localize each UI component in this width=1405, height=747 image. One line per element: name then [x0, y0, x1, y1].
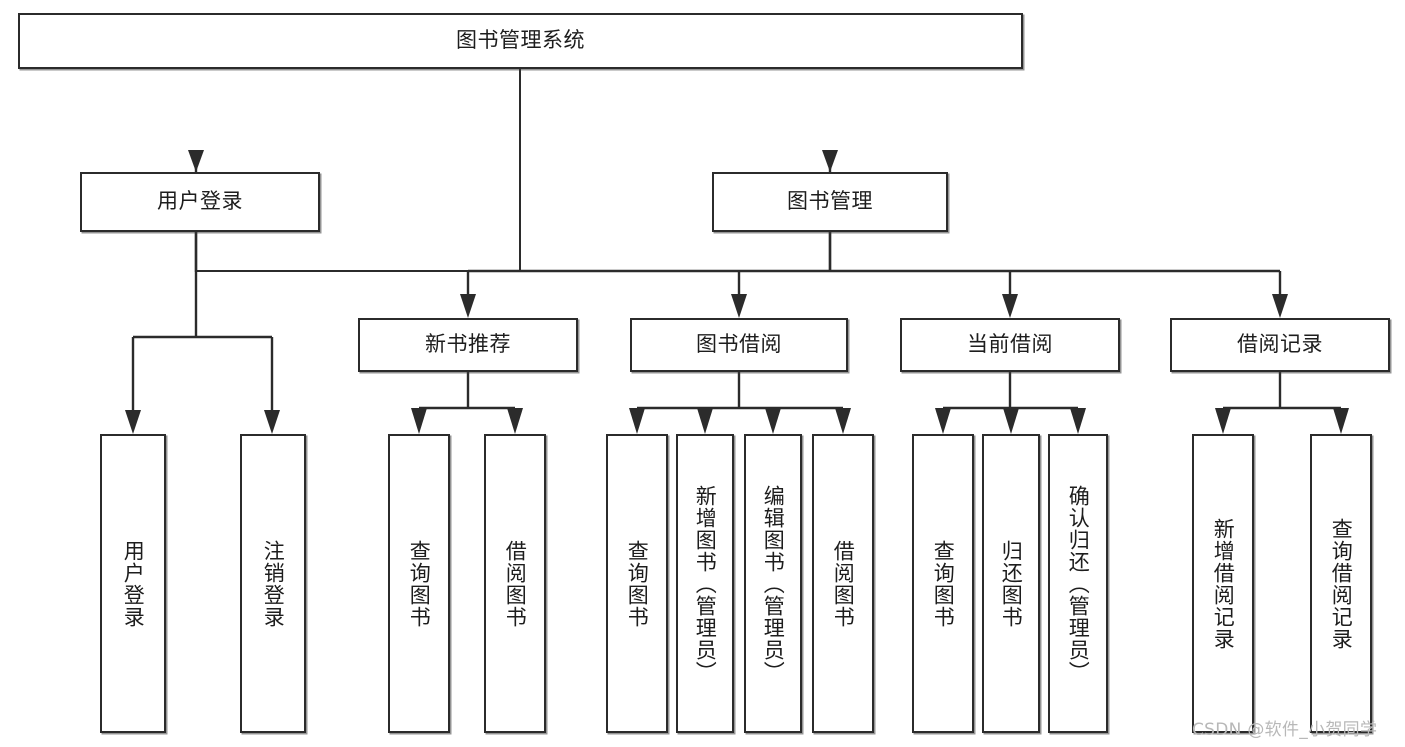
- leaf-query-book-newbook-label: 查询图书: [407, 539, 432, 628]
- arrowhead-down: [1070, 408, 1086, 434]
- link-book-borrow-children: [635, 372, 845, 412]
- arrowhead-down: [697, 408, 713, 434]
- leaf-user-login-label: 用户登录: [121, 539, 146, 628]
- arrowhead-down: [765, 408, 781, 434]
- node-book-borrow[interactable]: 图书借阅: [630, 318, 848, 372]
- node-user-login[interactable]: 用户登录: [80, 172, 320, 232]
- leaf-edit-book-admin-label: 编辑图书（管理员）: [761, 484, 786, 683]
- node-new-book-recommend-label: 新书推荐: [425, 332, 511, 357]
- node-book-borrow-label: 图书借阅: [696, 332, 782, 357]
- node-borrow-record-label: 借阅记录: [1237, 332, 1323, 357]
- node-book-management[interactable]: 图书管理: [712, 172, 948, 232]
- node-borrow-record[interactable]: 借阅记录: [1170, 318, 1390, 372]
- arrowhead-down: [125, 410, 141, 434]
- arrowhead-down: [1215, 408, 1231, 434]
- link-user-login-children: [131, 232, 274, 412]
- arrowhead-down: [629, 408, 645, 434]
- arrowhead-down: [1002, 294, 1018, 318]
- leaf-confirm-return-admin[interactable]: 确认归还（管理员）: [1048, 434, 1108, 733]
- leaf-logout-login[interactable]: 注销登录: [240, 434, 306, 733]
- arrowhead-down: [835, 408, 851, 434]
- leaf-query-borrow-record-label: 查询借阅记录: [1329, 517, 1354, 650]
- link-new-book-children: [417, 372, 517, 412]
- link-borrow-record-children: [1221, 372, 1343, 412]
- leaf-logout-login-label: 注销登录: [261, 539, 286, 628]
- leaf-return-book[interactable]: 归还图书: [982, 434, 1040, 733]
- arrowhead-down: [822, 150, 838, 172]
- node-root-label: 图书管理系统: [456, 28, 585, 53]
- node-current-borrow[interactable]: 当前借阅: [900, 318, 1120, 372]
- leaf-borrow-book-newbook[interactable]: 借阅图书: [484, 434, 546, 733]
- leaf-query-book-current[interactable]: 查询图书: [912, 434, 974, 733]
- arrowhead-down: [460, 294, 476, 318]
- leaf-edit-book-admin[interactable]: 编辑图书（管理员）: [744, 434, 802, 733]
- leaf-add-book-admin[interactable]: 新增图书（管理员）: [676, 434, 734, 733]
- node-current-borrow-label: 当前借阅: [967, 332, 1053, 357]
- leaf-add-borrow-record-label: 新增借阅记录: [1211, 517, 1236, 650]
- link-current-borrow-children: [941, 372, 1080, 412]
- arrowhead-down: [731, 294, 747, 318]
- arrowhead-down: [1272, 294, 1288, 318]
- leaf-add-borrow-record[interactable]: 新增借阅记录: [1192, 434, 1254, 733]
- leaf-query-book-borrow[interactable]: 查询图书: [606, 434, 668, 733]
- leaf-query-book-newbook[interactable]: 查询图书: [388, 434, 450, 733]
- leaf-borrow-book-borrow-label: 借阅图书: [831, 539, 856, 628]
- leaf-return-book-label: 归还图书: [999, 539, 1024, 628]
- node-book-management-label: 图书管理: [787, 189, 873, 214]
- arrowhead-down: [1333, 408, 1349, 434]
- leaf-query-book-current-label: 查询图书: [931, 539, 956, 628]
- arrowhead-down: [411, 408, 427, 434]
- arrowhead-down: [1003, 408, 1019, 434]
- node-new-book-recommend[interactable]: 新书推荐: [358, 318, 578, 372]
- leaf-user-login[interactable]: 用户登录: [100, 434, 166, 733]
- arrowhead-down: [188, 150, 204, 172]
- leaf-borrow-book-borrow[interactable]: 借阅图书: [812, 434, 874, 733]
- leaf-query-book-borrow-label: 查询图书: [625, 539, 650, 628]
- arrowhead-down: [935, 408, 951, 434]
- node-root[interactable]: 图书管理系统: [18, 13, 1023, 69]
- leaf-query-borrow-record[interactable]: 查询借阅记录: [1310, 434, 1372, 733]
- leaf-borrow-book-newbook-label: 借阅图书: [503, 539, 528, 628]
- leaf-add-book-admin-label: 新增图书（管理员）: [693, 484, 718, 683]
- link-book-mgmt-children: [466, 232, 1282, 296]
- arrowhead-down: [507, 408, 523, 434]
- arrowhead-down: [264, 410, 280, 434]
- leaf-confirm-return-admin-label: 确认归还（管理员）: [1066, 484, 1091, 683]
- node-user-login-label: 用户登录: [157, 189, 243, 214]
